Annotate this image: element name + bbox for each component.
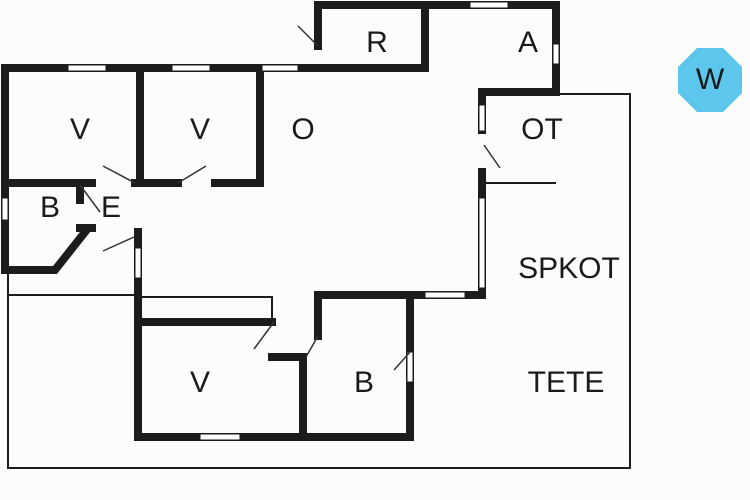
room-label-spkot: SPKOT	[518, 252, 620, 285]
compass-badge: W	[678, 48, 742, 112]
compass-octagon-icon	[678, 48, 742, 112]
windows	[1, 1, 560, 441]
room-label-ot: OT	[521, 113, 563, 146]
room-label-tete: TETE	[528, 366, 605, 399]
room-label-o: O	[291, 113, 314, 146]
compass-label: W	[696, 63, 725, 96]
room-label-e: E	[101, 191, 121, 224]
room-label-b1: B	[40, 191, 60, 224]
room-label-r: R	[366, 26, 388, 59]
room-label-v3: V	[190, 366, 210, 399]
room-label-b2: B	[354, 366, 374, 399]
room-label-a: A	[518, 26, 538, 59]
room-label-v2: V	[190, 113, 210, 146]
room-label-v1: V	[70, 113, 90, 146]
doors	[79, 25, 501, 371]
terrace-outline	[7, 93, 631, 469]
